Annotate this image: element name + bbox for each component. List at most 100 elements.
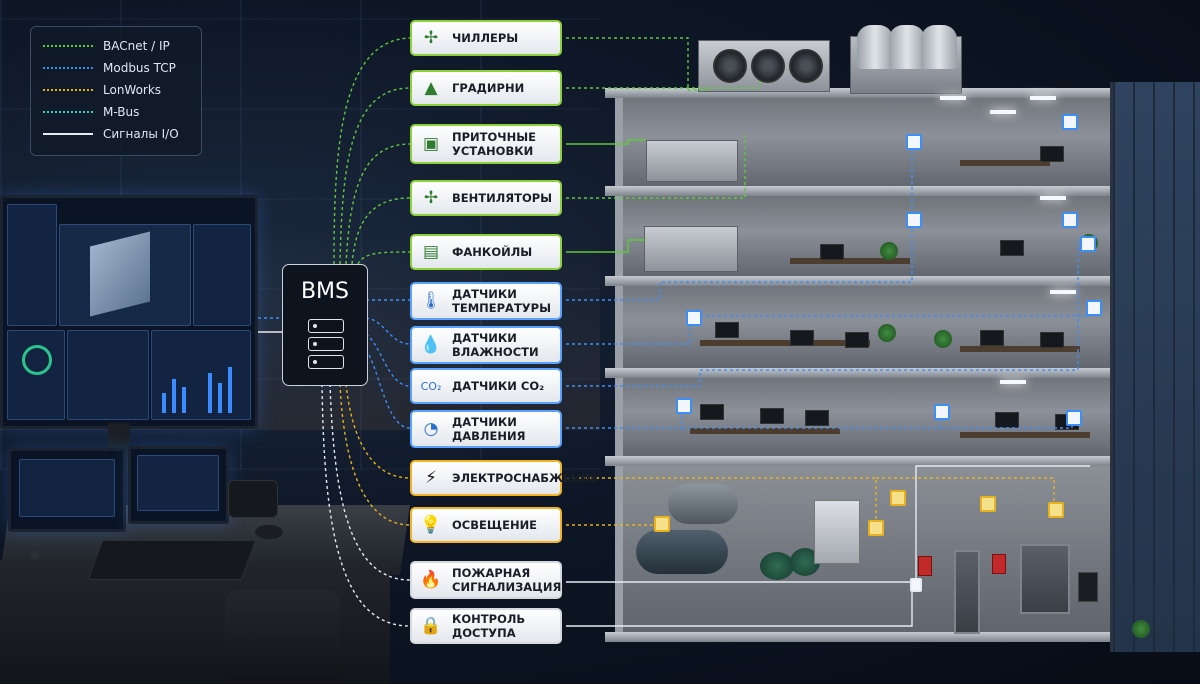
legend-line-bacnet <box>43 45 93 47</box>
card-power-supply[interactable]: ⚡ ЭЛЕКТРОСНАБЖЕНИЕ <box>410 460 598 496</box>
sensor-node <box>934 404 950 420</box>
fan-icon <box>713 49 747 83</box>
legend-item-lonworks: LonWorks <box>43 81 161 99</box>
fancoil-icon: ▤ <box>422 241 440 262</box>
legend-line-mbus <box>43 111 93 113</box>
card-label: ЭЛЕКТРОСНАБЖЕНИЕ <box>452 471 599 485</box>
card-label: КОНТРОЛЬ ДОСТУПА <box>452 612 526 640</box>
legend-label: Modbus TCP <box>103 61 176 75</box>
card-temperature-sensors[interactable]: 🌡 ДАТЧИКИ ТЕМПЕРАТУРЫ <box>410 282 562 320</box>
cooling-tower-icon: ▲ <box>424 77 438 98</box>
legend-item-mbus: M-Bus <box>43 103 139 121</box>
legend-item-modbus: Modbus TCP <box>43 59 176 77</box>
server-icon <box>308 337 344 351</box>
roof-cooling-tower <box>850 25 962 94</box>
sensor-node <box>1062 212 1078 228</box>
card-label: ДАТЧИКИ ТЕМПЕРАТУРЫ <box>452 287 552 315</box>
potted-plant <box>880 242 898 260</box>
floor-2 <box>615 376 1123 464</box>
workstation-monitor <box>845 332 869 348</box>
chart-bar <box>218 383 222 413</box>
dashboard-side-panel <box>193 224 251 326</box>
legend-line-lonworks <box>43 89 93 91</box>
legend-label: Сигналы I/O <box>103 127 179 141</box>
card-chillers[interactable]: ✢ ЧИЛЛЕРЫ <box>410 20 562 56</box>
card-fancoils[interactable]: ▤ ФАНКОЙЛЫ <box>410 234 562 270</box>
card-label: ЧИЛЛЕРЫ <box>452 31 519 45</box>
sensor-node <box>906 134 922 150</box>
card-humidity-sensors[interactable]: 💧 ДАТЧИКИ ВЛАЖНОСТИ <box>410 326 562 364</box>
ceiling-light <box>990 110 1016 114</box>
workstation-monitor <box>995 412 1019 428</box>
office-desk <box>690 428 840 434</box>
dashboard-status-panel <box>67 330 149 420</box>
chart-bar <box>182 387 186 413</box>
card-label: ГРАДИРНИ <box>452 81 525 95</box>
floor-slab <box>605 186 1120 196</box>
card-cooling-towers[interactable]: ▲ ГРАДИРНИ <box>410 70 562 106</box>
card-air-handlers[interactable]: ▣ ПРИТОЧНЫЕ УСТАНОВКИ <box>410 124 562 164</box>
office-chair <box>225 590 340 684</box>
lighting-node <box>868 520 884 536</box>
bms-controller[interactable]: BMS <box>282 264 368 386</box>
fan-icon: ✢ <box>423 27 439 48</box>
legend-item-io: Сигналы I/O <box>43 125 179 143</box>
secondary-monitor-1 <box>8 448 126 532</box>
tower-tank <box>921 25 957 69</box>
workstation-monitor <box>790 330 814 346</box>
floor-slab <box>605 456 1120 466</box>
chart-bar <box>228 367 232 413</box>
lightning-icon: ⚡ <box>425 467 437 488</box>
mouse <box>255 525 283 539</box>
card-label: ФАНКОЙЛЫ <box>452 245 533 259</box>
ground-slab <box>605 632 1120 642</box>
main-monitor-dashboard <box>0 195 258 429</box>
thermometer-icon: 🌡 <box>420 290 442 311</box>
legend-label: M-Bus <box>103 105 140 119</box>
secondary-monitor-2 <box>128 446 229 524</box>
keyboard <box>87 540 257 580</box>
workstation-monitor <box>1040 332 1064 348</box>
lock-icon: 🔒 <box>420 615 442 636</box>
card-pressure-sensors[interactable]: ◔ ДАТЧИКИ ДАВЛЕНИЯ <box>410 410 562 448</box>
ceiling-light <box>1050 290 1076 294</box>
card-fire-alarm[interactable]: 🔥 ПОЖАРНАЯ СИГНАЛИЗАЦИЯ <box>410 561 562 599</box>
fan-icon <box>751 49 785 83</box>
potted-plant <box>878 324 896 342</box>
workstation-monitor <box>820 244 844 260</box>
card-label: ПРИТОЧНЫЕ УСТАНОВКИ <box>452 130 536 158</box>
gauge-ring <box>22 345 52 375</box>
electrical-panel <box>814 500 860 564</box>
air-handler-unit <box>646 140 738 182</box>
air-handler-icon: ▣ <box>422 133 440 154</box>
potted-plant <box>934 330 952 348</box>
chart-bar <box>172 379 176 413</box>
workstation-monitor <box>715 322 739 338</box>
card-lighting[interactable]: 💡 ОСВЕЩЕНИЕ <box>410 507 562 543</box>
io-node <box>910 578 922 592</box>
lighting-node <box>654 516 670 532</box>
card-label: ДАТЧИКИ ДАВЛЕНИЯ <box>452 415 526 443</box>
card-label: ВЕНТИЛЯТОРЫ <box>452 191 553 205</box>
sensor-node <box>1080 236 1096 252</box>
desk-object <box>30 550 40 560</box>
humidity-drop-icon: 💧 <box>420 334 442 355</box>
chart-bar <box>208 373 212 413</box>
lighting-node <box>890 490 906 506</box>
fire-alarm-panel <box>918 556 932 576</box>
ceiling-light <box>1040 196 1066 200</box>
ceiling-light <box>940 96 966 100</box>
card-fans[interactable]: ✢ ВЕНТИЛЯТОРЫ <box>410 180 562 216</box>
workstation-monitor <box>805 410 829 426</box>
server-icon <box>308 319 344 333</box>
fan-icon: ✢ <box>423 187 439 208</box>
co2-cloud-icon: CO₂ <box>420 379 442 393</box>
dashboard-sidebar <box>7 204 57 326</box>
floor-slab <box>605 276 1120 286</box>
card-access-control[interactable]: 🔒 КОНТРОЛЬ ДОСТУПА <box>410 608 562 644</box>
chiller-machine <box>636 530 728 574</box>
card-co2-sensors[interactable]: CO₂ ДАТЧИКИ CO₂ <box>410 368 562 404</box>
card-label: ОСВЕЩЕНИЕ <box>452 518 538 532</box>
workstation-monitor <box>1000 240 1024 256</box>
legend-label: BACnet / IP <box>103 39 170 53</box>
